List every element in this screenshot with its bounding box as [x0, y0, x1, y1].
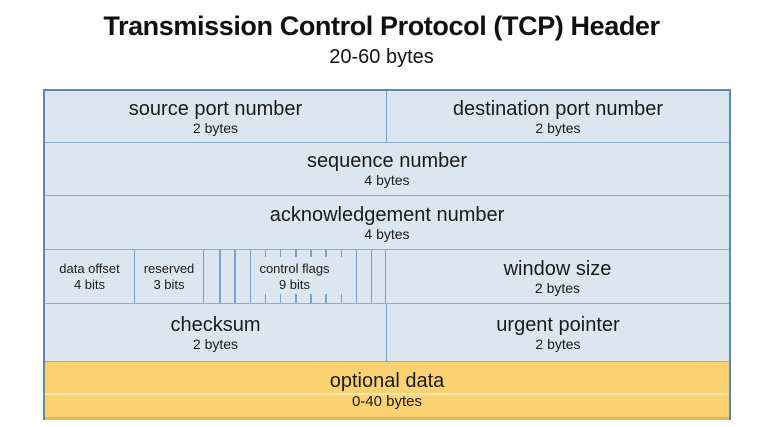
sequence-number-label: sequence number: [306, 150, 468, 172]
cell-reserved: reserved 3 bits: [135, 250, 204, 303]
bit-tick: [264, 294, 267, 303]
control-flags-size: 9 bits: [278, 277, 311, 292]
cell-sequence-number: sequence number 4 bytes: [45, 143, 729, 195]
cell-checksum: checksum 2 bytes: [45, 304, 387, 361]
cell-urgent-pointer: urgent pointer 2 bytes: [387, 304, 729, 361]
optional-data-label: optional data: [329, 369, 445, 392]
bit-tick: [340, 294, 342, 303]
urgent-pointer-size: 2 bytes: [535, 335, 581, 352]
source-port-label: source port number: [128, 97, 303, 120]
bit-tick: [310, 250, 312, 257]
data-offset-size: 4 bits: [73, 277, 106, 292]
window-size-size: 2 bytes: [534, 279, 581, 296]
reserved-size: 3 bits: [153, 277, 185, 292]
checksum-size: 2 bytes: [192, 335, 239, 352]
cell-destination-port: destination port number 2 bytes: [387, 91, 729, 142]
optional-data-size: 0-40 bytes: [351, 392, 423, 410]
bit-tick: [325, 294, 327, 303]
cell-data-offset: data offset 4 bits: [45, 250, 135, 303]
diagram-subtitle: 20-60 bytes: [329, 46, 434, 68]
bit-divider: [355, 250, 358, 303]
cell-acknowledgement-number: acknowledgement number 4 bytes: [45, 196, 729, 249]
data-offset-label: data offset: [59, 261, 120, 276]
bit-tick: [264, 250, 267, 257]
tcp-header-table: source port number 2 bytes destination p…: [43, 89, 731, 420]
bit-tick: [325, 250, 327, 257]
bit-divider: [370, 250, 373, 303]
sequence-number-size: 4 bytes: [364, 172, 410, 188]
row-ports: source port number 2 bytes destination p…: [45, 91, 729, 143]
bit-tick: [279, 250, 282, 257]
row-checksum: checksum 2 bytes urgent pointer 2 bytes: [45, 304, 729, 362]
destination-port-label: destination port number: [452, 97, 664, 120]
bit-tick: [295, 294, 297, 303]
urgent-pointer-label: urgent pointer: [496, 313, 620, 336]
acknowledgement-number-label: acknowledgement number: [269, 203, 505, 226]
bit-tick: [279, 294, 282, 303]
bit-tick: [295, 250, 297, 257]
cell-optional-data: optional data 0-40 bytes: [45, 362, 729, 420]
control-flags-label-group: control flags 9 bits: [204, 250, 385, 303]
bit-tick: [340, 250, 342, 257]
row-bits: data offset 4 bits reserved 3 bits: [45, 250, 729, 304]
bit-divider: [249, 250, 251, 303]
cell-control-flags: control flags 9 bits: [204, 250, 386, 303]
row-acknowledgement: acknowledgement number 4 bytes: [45, 196, 729, 250]
source-port-size: 2 bytes: [192, 119, 239, 136]
reserved-label: reserved: [143, 261, 195, 276]
acknowledgement-number-size: 4 bytes: [364, 225, 410, 242]
window-size-label: window size: [503, 257, 612, 280]
cell-window-size: window size 2 bytes: [386, 250, 729, 303]
destination-port-size: 2 bytes: [535, 119, 581, 136]
control-flags-label: control flags: [259, 261, 330, 276]
diagram-title: Transmission Control Protocol (TCP) Head…: [103, 11, 660, 41]
cell-source-port: source port number 2 bytes: [45, 91, 387, 142]
optional-data-divider: [45, 393, 729, 395]
row-sequence: sequence number 4 bytes: [45, 143, 729, 196]
bit-divider: [219, 250, 221, 303]
bit-divider: [234, 250, 236, 303]
bit-tick: [310, 294, 312, 303]
checksum-label: checksum: [170, 313, 261, 336]
